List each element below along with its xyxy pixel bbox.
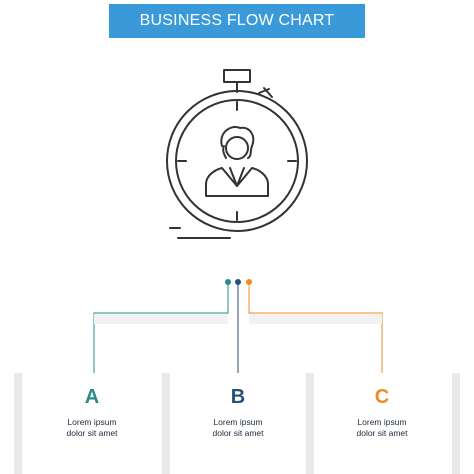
connector-dot-c [246,279,252,285]
step-text-line2: dolor sit amet [66,428,118,438]
card-shadow [14,373,22,474]
card-shadow [452,373,460,474]
step-text-line1: Lorem ipsum [67,417,117,427]
stopwatch-outer-ring [166,90,308,232]
title-banner: BUSINESS FLOW CHART [109,4,365,38]
step-text-line1: Lorem ipsum [357,417,407,427]
step-text-line2: dolor sit amet [212,428,264,438]
connector-line-c [248,285,383,373]
step-text-line1: Lorem ipsum [213,417,263,427]
step-card-c: C Lorem ipsum dolor sit amet [314,373,450,474]
step-text: Lorem ipsum dolor sit amet [170,417,306,439]
connector-dot-b [235,279,241,285]
step-text-line2: dolor sit amet [356,428,408,438]
stopwatch-dial [175,99,299,223]
step-letter: B [230,386,246,408]
chart-title: BUSINESS FLOW CHART [139,12,335,29]
step-text: Lorem ipsum dolor sit amet [314,417,450,439]
connector-line-a [93,285,229,373]
step-letter: A [84,386,100,408]
connector-dot-a [225,279,231,285]
step-text: Lorem ipsum dolor sit amet [24,417,160,439]
step-card-a: A Lorem ipsum dolor sit amet [24,373,160,474]
step-letter: C [374,386,390,408]
step-card-b: B Lorem ipsum dolor sit amet [170,373,306,474]
